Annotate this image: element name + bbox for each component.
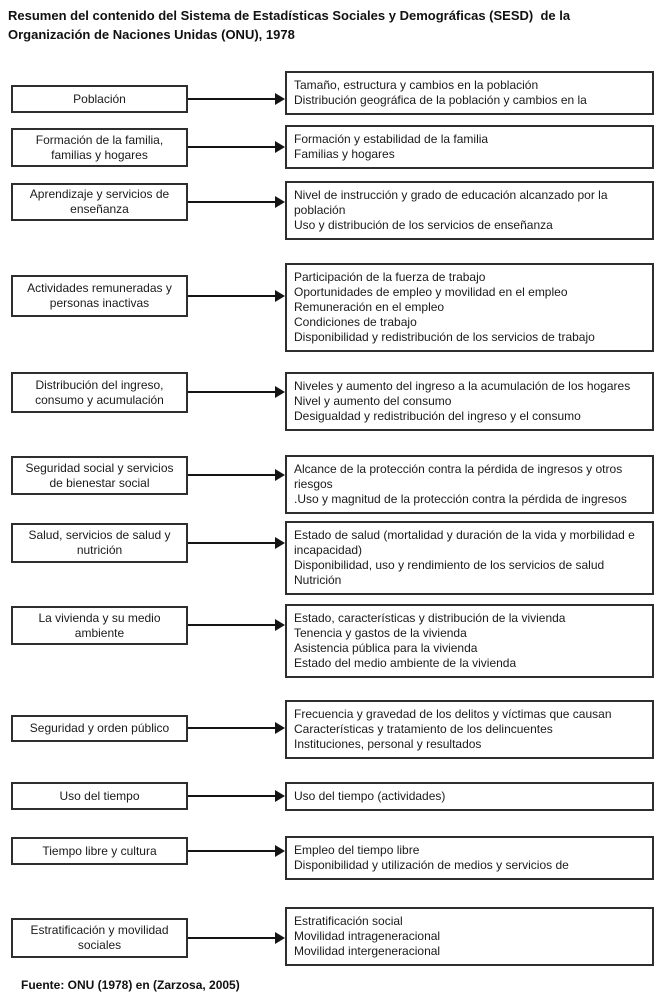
category-label: La vivienda y su medio ambiente [38, 610, 161, 640]
detail-box: Uso del tiempo (actividades) [285, 782, 654, 811]
arrow-shaft [188, 201, 277, 203]
detail-box: Estado, características y distribución d… [285, 604, 654, 678]
category-box: Salud, servicios de salud y nutrición [11, 523, 188, 563]
arrow-connector [188, 141, 285, 153]
arrow-shaft [188, 146, 277, 148]
category-label: Aprendizaje y servicios de enseñanza [29, 187, 170, 216]
arrowhead-icon [275, 537, 285, 549]
arrowhead-icon [275, 790, 285, 802]
detail-box: Empleo del tiempo libre Disponibilidad y… [285, 836, 654, 880]
arrowhead-icon [275, 619, 285, 631]
category-box: Tiempo libre y cultura [11, 837, 188, 865]
arrow-connector [188, 196, 285, 208]
arrowhead-icon [275, 141, 285, 153]
arrow-shaft [188, 295, 277, 297]
arrowhead-icon [275, 386, 285, 398]
arrowhead-icon [275, 722, 285, 734]
arrowhead-icon [275, 845, 285, 857]
category-label: Actividades remuneradas y personas inact… [27, 281, 172, 310]
arrow-shaft [188, 937, 277, 939]
arrow-shaft [188, 624, 277, 626]
arrowhead-icon [275, 93, 285, 105]
category-box: Seguridad y orden público [11, 715, 188, 742]
category-box: Población [11, 85, 188, 113]
detail-box: Nivel de instrucción y grado de educació… [285, 181, 654, 240]
detail-box: Estratificación social Movilidad intrage… [285, 907, 654, 966]
arrow-shaft [188, 850, 277, 852]
category-label: Salud, servicios de salud y nutrición [28, 528, 171, 557]
arrow-connector [188, 93, 285, 105]
arrow-shaft [188, 474, 277, 476]
detail-box: Estado de salud (mortalidad y duración d… [285, 521, 654, 595]
page-title: Resumen del contenido del Sistema de Est… [8, 8, 571, 42]
arrow-shaft [188, 98, 277, 100]
arrow-connector [188, 619, 285, 631]
arrow-connector [188, 845, 285, 857]
arrow-shaft [188, 795, 277, 797]
detail-box: Niveles y aumento del ingreso a la acumu… [285, 372, 654, 431]
category-box: La vivienda y su medio ambiente [11, 606, 188, 645]
category-box: Uso del tiempo [11, 782, 188, 810]
category-label: Distribución del ingreso, consumo y acum… [35, 377, 164, 407]
category-box: Estratificación y movilidad sociales [11, 918, 188, 958]
arrow-connector [188, 290, 285, 302]
category-label: Población [73, 91, 126, 106]
category-label: Formación de la familia, familias y hoga… [35, 132, 164, 162]
category-label: Estratificación y movilidad sociales [30, 923, 169, 952]
category-label: Seguridad social y servicios de bienesta… [25, 460, 174, 490]
arrow-connector [188, 537, 285, 549]
category-box: Actividades remuneradas y personas inact… [11, 275, 188, 317]
arrow-connector [188, 386, 285, 398]
arrow-connector [188, 790, 285, 802]
arrow-shaft [188, 542, 277, 544]
category-box: Distribución del ingreso, consumo y acum… [11, 372, 188, 413]
arrowhead-icon [275, 932, 285, 944]
arrow-shaft [188, 391, 277, 393]
arrow-shaft [188, 727, 277, 729]
detail-box: Tamaño, estructura y cambios en la pobla… [285, 71, 654, 115]
arrow-connector [188, 722, 285, 734]
detail-box: Alcance de la protección contra la pérdi… [285, 455, 654, 514]
category-label: Uso del tiempo [59, 788, 140, 803]
category-box: Aprendizaje y servicios de enseñanza [11, 183, 188, 221]
arrow-connector [188, 469, 285, 481]
category-box: Formación de la familia, familias y hoga… [11, 128, 188, 167]
detail-box: Frecuencia y gravedad de los delitos y v… [285, 700, 654, 759]
arrowhead-icon [275, 469, 285, 481]
category-label: Tiempo libre y cultura [42, 843, 157, 858]
arrowhead-icon [275, 196, 285, 208]
category-box: Seguridad social y servicios de bienesta… [11, 456, 188, 495]
detail-box: Formación y estabilidad de la familia Fa… [285, 125, 654, 169]
detail-box: Participación de la fuerza de trabajo Op… [285, 263, 654, 352]
source-note: Fuente: ONU (1978) en (Zarzosa, 2005) [21, 978, 240, 992]
arrow-connector [188, 932, 285, 944]
arrowhead-icon [275, 290, 285, 302]
category-label: Seguridad y orden público [29, 721, 170, 735]
